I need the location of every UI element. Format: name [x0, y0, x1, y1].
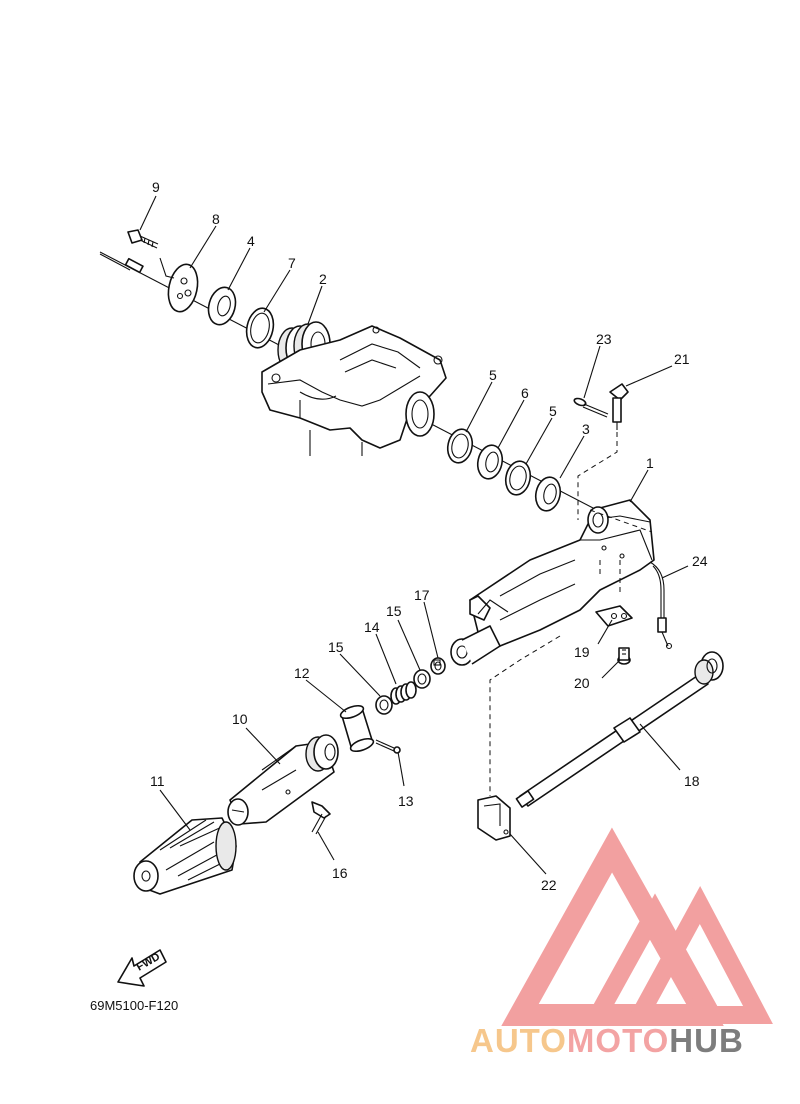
grip-11	[133, 817, 237, 895]
callout-9: 9	[152, 179, 160, 195]
callout-21: 21	[674, 351, 690, 367]
plate-19	[595, 605, 633, 627]
leader-lines	[139, 195, 689, 875]
brand-moto: MOTO	[567, 1022, 669, 1059]
callout-16: 16	[332, 865, 348, 881]
o-ring-7	[245, 307, 275, 349]
brand-hub: HUB	[669, 1022, 744, 1059]
brand-auto: AUTO	[470, 1022, 567, 1059]
washer-15b	[375, 695, 393, 715]
callout-22: 22	[541, 877, 557, 893]
fwd-arrow-icon: FWD	[117, 949, 167, 987]
washer-5a	[446, 428, 474, 464]
callout-23: 23	[596, 331, 612, 347]
screw-20	[617, 647, 631, 665]
pin-13	[375, 739, 401, 754]
callout-2: 2	[319, 271, 327, 287]
handle-body-1	[450, 499, 655, 666]
callout-4: 4	[247, 233, 255, 249]
collar-12	[339, 704, 375, 753]
plate-8	[159, 257, 199, 313]
callout-10: 10	[232, 711, 248, 727]
dashed-guide-21	[577, 432, 618, 520]
clip-22	[477, 795, 511, 841]
callout-11: 11	[150, 773, 165, 789]
throttle-shaft-10	[227, 734, 339, 826]
callout-15b: 15	[328, 639, 344, 655]
ring-4	[207, 286, 237, 326]
joint-21	[609, 383, 629, 430]
callout-6: 6	[521, 385, 529, 401]
callout-8: 8	[212, 211, 220, 227]
callout-13: 13	[398, 793, 414, 809]
dashed-guide-22	[489, 635, 561, 796]
callout-12: 12	[294, 665, 310, 681]
cable-24	[649, 561, 673, 650]
callout-numbers: 9 8 4 7 2 5 6 5 3 23 21 1 24 17 15 14 15…	[150, 179, 708, 893]
callout-7: 7	[288, 255, 296, 271]
callout-5a: 5	[489, 367, 497, 383]
callout-19: 19	[574, 644, 590, 660]
washer-3	[534, 476, 562, 512]
rod-18	[515, 651, 724, 808]
bracket-housing	[261, 325, 447, 456]
washer-6	[476, 444, 504, 480]
spring-14	[390, 681, 417, 705]
drawing-code: 69M5100-F120	[90, 998, 178, 1013]
washer-15a	[413, 669, 431, 689]
callout-5b: 5	[549, 403, 557, 419]
bolt-9	[127, 229, 159, 249]
callout-18: 18	[684, 773, 700, 789]
watermark-logo-icon	[501, 827, 773, 1026]
screw-16	[311, 801, 331, 835]
callout-20: 20	[574, 675, 590, 691]
pin-23	[573, 397, 609, 418]
callout-1: 1	[646, 455, 654, 471]
callout-3: 3	[582, 421, 590, 437]
collar-17	[430, 657, 446, 675]
washer-5b	[504, 460, 532, 496]
callout-24: 24	[692, 553, 708, 569]
watermark-brand: AUTOMOTOHUB	[470, 1022, 744, 1059]
callout-17: 17	[414, 587, 430, 603]
callout-15a: 15	[386, 603, 402, 619]
callout-14: 14	[364, 619, 380, 635]
